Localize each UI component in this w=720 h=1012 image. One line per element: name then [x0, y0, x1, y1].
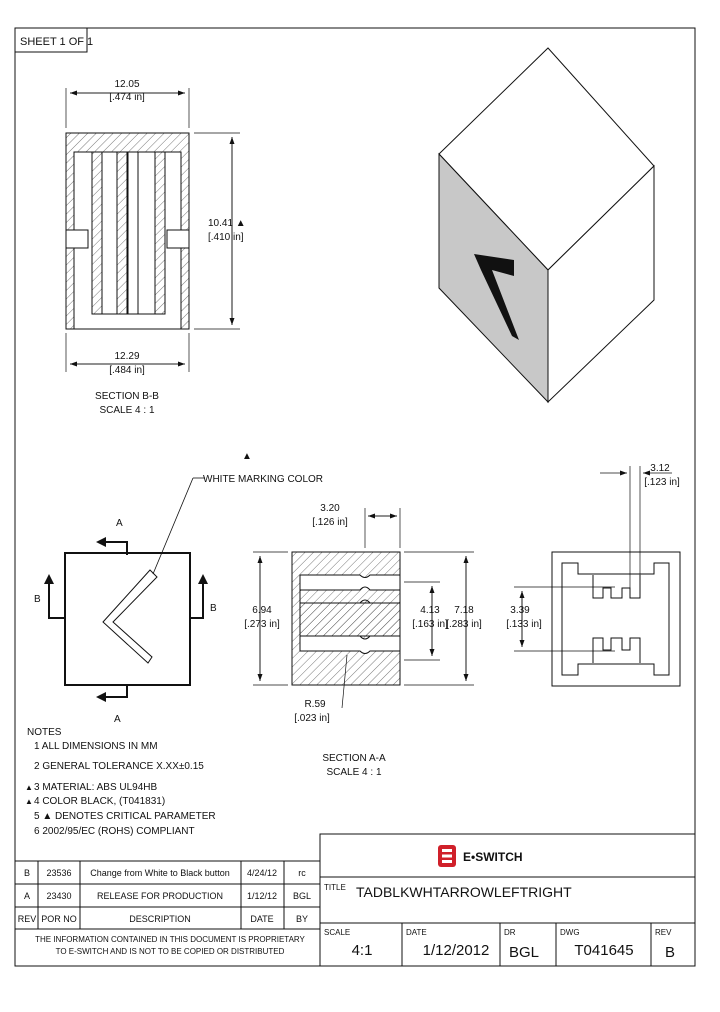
aa-left-mm: 6.94	[252, 605, 272, 616]
rev-header-desc: DESCRIPTION	[129, 914, 191, 924]
bb-width-top-in: [.474 in]	[109, 92, 145, 103]
section-bb: 12.05 [.474 in] 10.41 ▲ [.410 in] 12.29 …	[65, 79, 246, 416]
rev-label: REV	[655, 928, 672, 937]
rev-header-by: BY	[296, 914, 308, 924]
rev-row-1-date: 4/24/12	[247, 868, 277, 878]
aa-right-in: [.283 in]	[446, 619, 482, 630]
aa-caption: SECTION A-A	[322, 753, 386, 764]
rev-header-rev: REV	[18, 914, 37, 924]
scale-value: 4:1	[352, 942, 373, 959]
bb-width-top-mm: 12.05	[114, 79, 139, 90]
section-aa: 3.20 [.126 in] 6.94 [.273 in] 4.13 [.163…	[244, 503, 482, 778]
section-a-top-label: A	[116, 518, 123, 529]
rev-row-1-por: 23536	[46, 868, 71, 878]
company-name: E•SWITCH	[463, 850, 523, 864]
critical-triangle-icon: ▲	[25, 783, 33, 792]
dr-value: BGL	[509, 944, 539, 961]
aa-mid-in: [.163 in]	[412, 619, 448, 630]
rev-row-1-rev: B	[24, 868, 30, 878]
note-1: 1 ALL DIMENSIONS IN MM	[34, 741, 158, 752]
note-2: 2 GENERAL TOLERANCE X.XX±0.15	[34, 761, 204, 772]
rev-row-2-por: 23430	[46, 891, 71, 901]
side-top-in: [.123 in]	[644, 477, 680, 488]
svg-text:▲: ▲	[242, 451, 252, 462]
bb-width-bottom-mm: 12.29	[114, 351, 139, 362]
note-5: 5 ▲ DENOTES CRITICAL PARAMETER	[34, 811, 216, 822]
aa-mid-mm: 4.13	[420, 605, 440, 616]
aa-scale: SCALE 4 : 1	[326, 767, 381, 778]
bb-caption: SECTION B-B	[95, 391, 159, 402]
bb-scale: SCALE 4 : 1	[99, 405, 154, 416]
aa-radius-mm: R.59	[304, 699, 326, 710]
e-switch-logo-icon	[438, 845, 456, 867]
title-label: TITLE	[324, 883, 346, 892]
rev-row-2-by: BGL	[293, 891, 311, 901]
isometric-view	[438, 47, 655, 404]
aa-top-in: [.126 in]	[312, 517, 348, 528]
marking-color-label: WHITE MARKING COLOR	[203, 474, 323, 485]
bb-height-in: [.410 in]	[208, 232, 244, 243]
side-mid-in: [.133 in]	[506, 619, 542, 630]
scale-label: SCALE	[324, 928, 350, 937]
section-a-bottom-label: A	[114, 714, 121, 725]
proprietary-line-2: TO E-SWITCH AND IS NOT TO BE COPIED OR D…	[56, 947, 285, 956]
rev-header-date: DATE	[250, 914, 273, 924]
aa-left-in: [.273 in]	[244, 619, 280, 630]
section-b-left-label: B	[34, 594, 41, 605]
drawing-title: TADBLKWHTARROWLEFTRIGHT	[356, 884, 572, 900]
proprietary-line-1: THE INFORMATION CONTAINED IN THIS DOCUME…	[35, 935, 305, 944]
date-value: 1/12/2012	[423, 942, 490, 959]
rev-row-2-date: 1/12/12	[247, 891, 277, 901]
side-view-body	[551, 551, 681, 687]
sheet-label: SHEET 1 OF 1	[20, 36, 93, 48]
note-4: 4 COLOR BLACK, (T041831)	[34, 796, 165, 807]
notes-title: NOTES	[27, 727, 62, 738]
arrow-marking-icon	[474, 254, 519, 340]
aa-right-mm: 7.18	[454, 605, 474, 616]
left-arrow-marking	[102, 569, 158, 664]
sheet-label-box	[14, 27, 88, 53]
rev-header-por: POR NO	[41, 914, 77, 924]
rev-row-1-by: rc	[298, 868, 306, 878]
cube-right-face	[547, 164, 655, 404]
dr-label: DR	[504, 928, 516, 937]
front-view-body	[64, 552, 191, 686]
bb-width-bottom-in: [.484 in]	[109, 365, 145, 376]
revision-table: B 23536 Change from White to Black butto…	[14, 860, 321, 956]
dwg-label: DWG	[560, 928, 580, 937]
note-6: 6 2002/95/EC (ROHS) COMPLIANT	[34, 826, 195, 837]
date-label: DATE	[406, 928, 427, 937]
side-top-mm: 3.12	[650, 463, 670, 474]
dwg-value: T041645	[574, 942, 633, 959]
side-mid-mm: 3.39	[510, 605, 530, 616]
rev-value: B	[665, 944, 675, 961]
aa-radius-in: [.023 in]	[294, 713, 330, 724]
rev-row-2-rev: A	[24, 891, 30, 901]
rev-row-2-desc: RELEASE FOR PRODUCTION	[97, 891, 223, 901]
note-3: 3 MATERIAL: ABS UL94HB	[34, 782, 158, 793]
front-view: ▲ WHITE MARKING COLOR A A B B	[34, 451, 323, 725]
side-view: 3.12 [.123 in] 3.39 [.133 in]	[506, 463, 681, 687]
notes: NOTES 1 ALL DIMENSIONS IN MM 2 GENERAL T…	[25, 727, 216, 837]
rev-row-1-desc: Change from White to Black button	[90, 868, 230, 878]
title-block: E•SWITCH TITLE TADBLKWHTARROWLEFTRIGHT S…	[319, 833, 696, 967]
section-b-right-label: B	[210, 603, 217, 614]
aa-top-mm: 3.20	[320, 503, 340, 514]
bb-height-mm: 10.41 ▲	[208, 218, 246, 229]
critical-triangle-icon: ▲	[25, 797, 33, 806]
